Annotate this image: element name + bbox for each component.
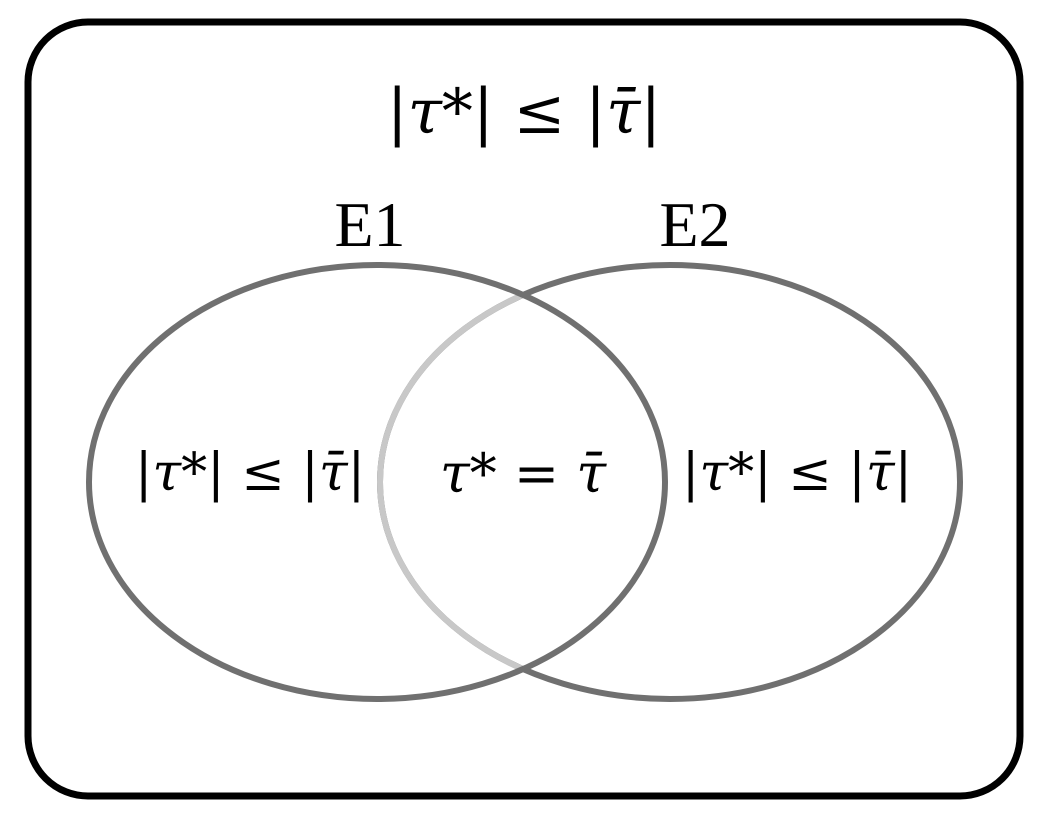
set-label-e2: E2 [659,189,730,260]
universe-frame [24,18,1024,800]
region-label-intersection: τ* = τ̄ [440,442,607,505]
region-label-e1-only: |τ*| ≤ |τ̄| [135,443,365,503]
set-label-e1: E1 [334,189,405,260]
universe-label: |τ*| ≤ |τ̄| [387,75,662,148]
ellipse-e2-overlap-arc [377,268,662,696]
region-label-e2-only: |τ*| ≤ |τ̄| [682,443,912,503]
ellipse-e1 [86,262,668,702]
